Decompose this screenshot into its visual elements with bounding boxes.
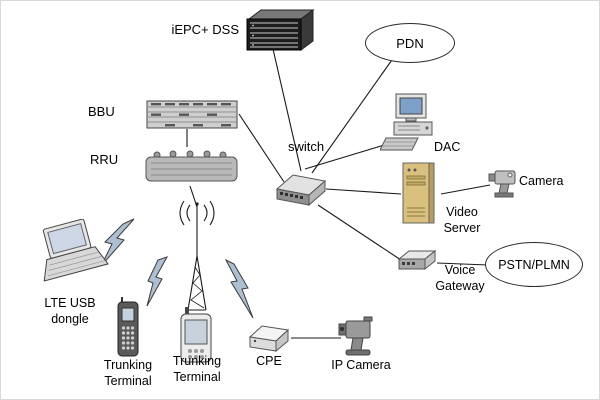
iepc-label: iEPC+ DSS bbox=[171, 22, 239, 37]
ip-camera-icon bbox=[336, 314, 382, 362]
pdn-cloud: PDN bbox=[365, 23, 455, 63]
voice-gateway-label: Voice Gateway bbox=[435, 263, 485, 294]
video-server-icon bbox=[394, 160, 442, 230]
lte-usb-dongle-label: LTE USB dongle bbox=[44, 296, 96, 327]
switch-label: switch bbox=[288, 139, 325, 154]
laptop-icon bbox=[35, 219, 109, 295]
trunking-terminal-1-label: Trunking Terminal bbox=[103, 358, 153, 389]
camera-label: Camera bbox=[519, 174, 564, 188]
video-server-label: Video Server bbox=[443, 205, 481, 236]
wireless-bolt-cpe bbox=[224, 258, 254, 319]
rru-label: RRU bbox=[90, 152, 119, 167]
voice-gateway-icon bbox=[396, 246, 438, 276]
bbu-rack-icon bbox=[146, 100, 239, 129]
antenna-icon bbox=[169, 195, 227, 317]
rru-unit-icon bbox=[143, 146, 241, 186]
wired-links bbox=[186, 48, 491, 339]
camera-icon bbox=[486, 166, 522, 200]
wireless-bolt-phone bbox=[146, 256, 169, 307]
pstn-plmn-cloud: PSTN/PLMN bbox=[485, 242, 583, 287]
cpe-icon bbox=[246, 320, 292, 356]
trunking-pda-icon bbox=[173, 306, 221, 366]
ip-camera-label: IP Camera bbox=[331, 358, 391, 372]
dac-label: DAC bbox=[434, 140, 461, 154]
trunking-terminal-2-label: Trunking Terminal bbox=[172, 354, 222, 385]
iepc-server-icon bbox=[243, 6, 315, 51]
pdn-label: PDN bbox=[396, 35, 424, 51]
bbu-label: BBU bbox=[88, 104, 115, 119]
dac-computer-icon bbox=[380, 92, 438, 158]
wireless-bolts bbox=[100, 218, 254, 319]
switch-icon bbox=[275, 165, 327, 209]
trunking-phone-icon bbox=[113, 296, 143, 360]
wireless-bolt-laptop bbox=[100, 218, 135, 267]
pstn-plmn-label: PSTN/PLMN bbox=[498, 257, 570, 272]
cpe-label: CPE bbox=[256, 354, 282, 368]
